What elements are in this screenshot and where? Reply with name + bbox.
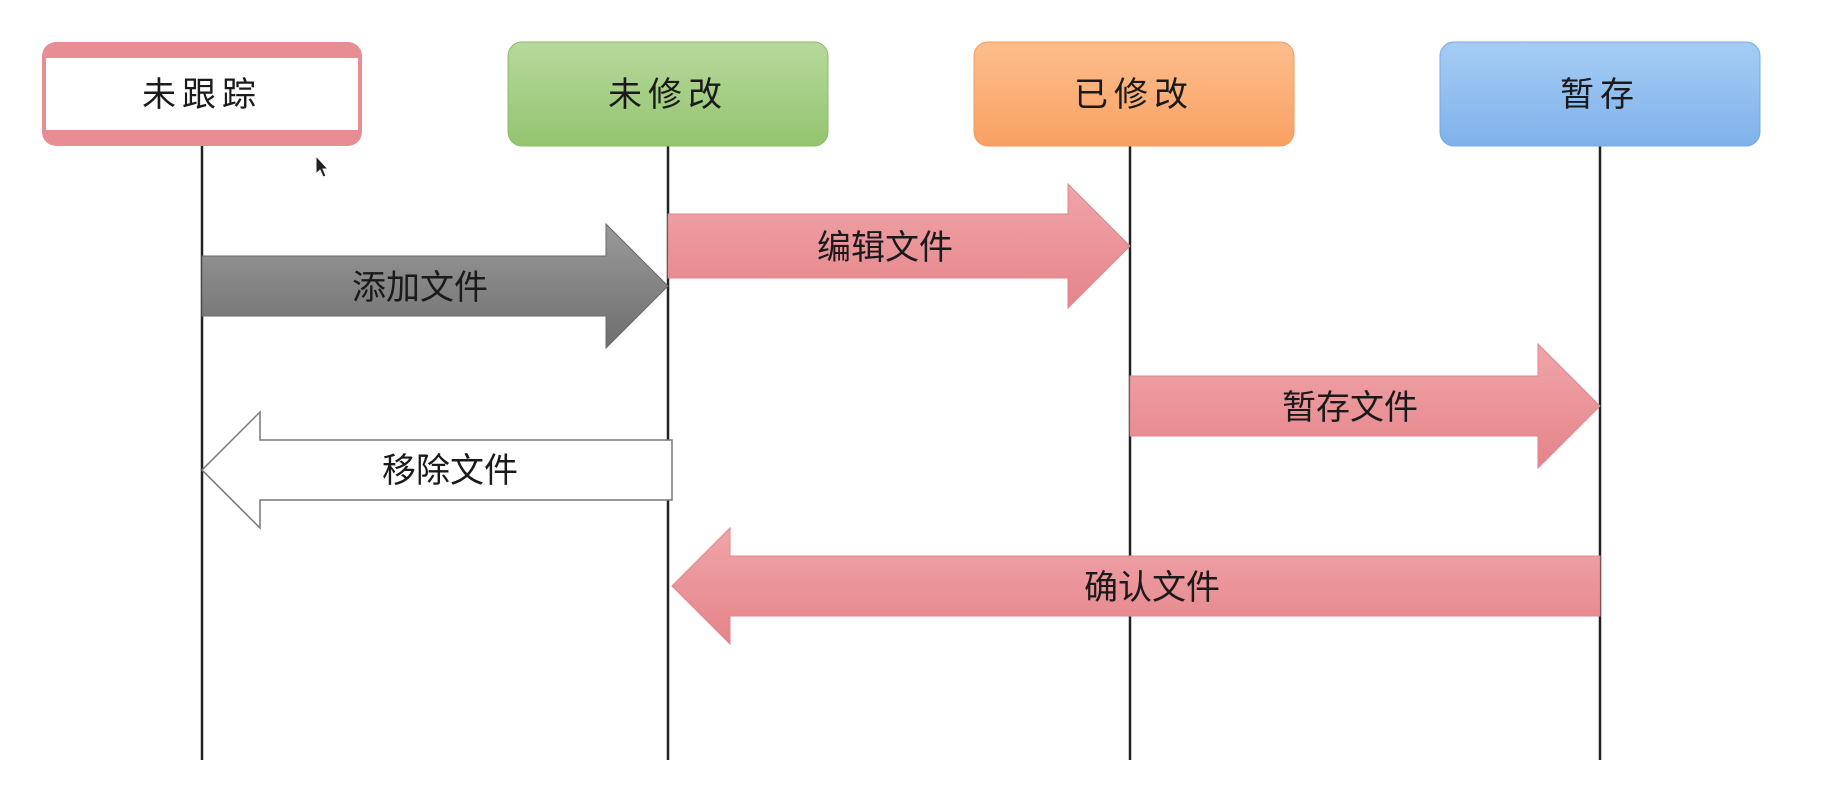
state-box-untracked: 未跟踪 xyxy=(42,42,362,146)
state-box-staged: 暂存 xyxy=(1439,41,1761,147)
arrow-stage-file: 暂存文件 xyxy=(1129,342,1601,470)
state-label-staged: 暂存 xyxy=(1560,75,1640,115)
arrow-add-file: 添加文件 xyxy=(201,222,669,350)
state-label-modified: 已修改 xyxy=(1074,75,1194,115)
state-box-unmodified: 未修改 xyxy=(507,41,829,147)
cursor-icon xyxy=(315,154,330,178)
arrow-label-commit-file: 确认文件 xyxy=(1084,568,1220,608)
arrow-label-add-file: 添加文件 xyxy=(352,268,488,308)
arrow-commit-file: 确认文件 xyxy=(671,526,1601,646)
state-label-unmodified: 未修改 xyxy=(608,75,728,115)
state-box-modified: 已修改 xyxy=(973,41,1295,147)
arrow-label-edit-file: 编辑文件 xyxy=(817,228,953,268)
arrow-label-stage-file: 暂存文件 xyxy=(1282,388,1418,428)
state-label-untracked: 未跟踪 xyxy=(142,75,262,115)
arrow-edit-file: 编辑文件 xyxy=(667,182,1131,310)
arrow-remove-file: 移除文件 xyxy=(200,410,673,530)
arrow-label-remove-file: 移除文件 xyxy=(382,451,518,491)
